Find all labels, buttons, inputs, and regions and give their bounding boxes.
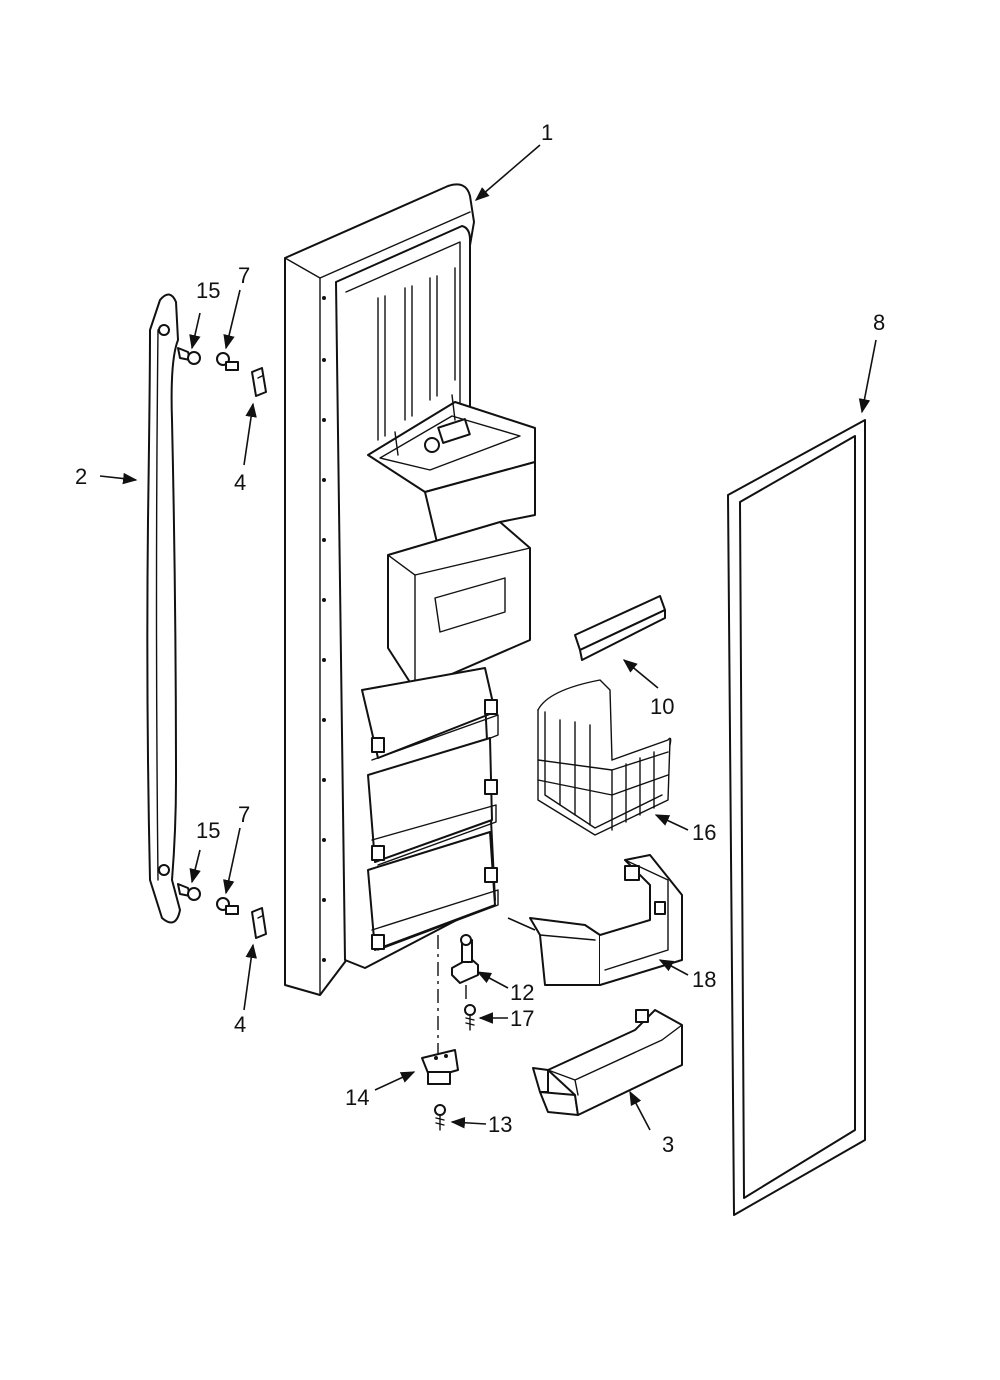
handle-stud-lower — [216, 897, 239, 915]
door-bin-lower — [532, 1009, 683, 1116]
callout-handle-clip-upper: 4 — [234, 470, 246, 495]
handle-screw-upper — [177, 347, 201, 365]
callout-door-bin-upper: 18 — [692, 967, 716, 992]
callout-handle-screw-lower: 15 — [196, 818, 220, 843]
callout-handle: 2 — [75, 464, 87, 489]
bracket — [451, 934, 479, 984]
callout-bracket: 12 — [510, 980, 534, 1005]
callout-screw-bracket: 17 — [510, 1006, 534, 1031]
handle-clip-upper — [251, 367, 267, 397]
wire-basket — [537, 679, 672, 836]
bin-rail — [574, 595, 666, 661]
callout-handle-stud-lower: 7 — [238, 802, 250, 827]
door-assembly — [284, 183, 536, 996]
door-fastener-holes — [322, 296, 326, 962]
door-gasket — [727, 419, 866, 1216]
leader-lines — [99, 144, 877, 1131]
callout-door: 1 — [541, 120, 553, 145]
callout-handle-stud-upper: 7 — [238, 263, 250, 288]
door-shelves — [361, 667, 499, 951]
screw-lower — [434, 1104, 446, 1131]
callout-handle-screw-upper: 15 — [196, 278, 220, 303]
callout-labels: 1 2 3 4 4 7 7 8 10 12 13 14 15 15 16 17 … — [75, 120, 885, 1157]
callout-door-gasket: 8 — [873, 310, 885, 335]
door-bin-upper — [529, 854, 683, 986]
door-handle — [146, 293, 181, 924]
screw-bracket — [464, 1004, 476, 1031]
door-hinge — [421, 1049, 459, 1085]
handle-clip-lower — [251, 907, 267, 939]
callout-handle-clip-lower: 4 — [234, 1012, 246, 1037]
handle-screw-lower — [177, 883, 201, 901]
callout-door-bin-lower: 3 — [662, 1132, 674, 1157]
callout-bin-rail: 10 — [650, 694, 674, 719]
callout-wire-basket: 16 — [692, 820, 716, 845]
callout-screw-lower: 13 — [488, 1112, 512, 1137]
handle-stud-upper — [216, 352, 239, 371]
callout-door-hinge: 14 — [345, 1085, 369, 1110]
